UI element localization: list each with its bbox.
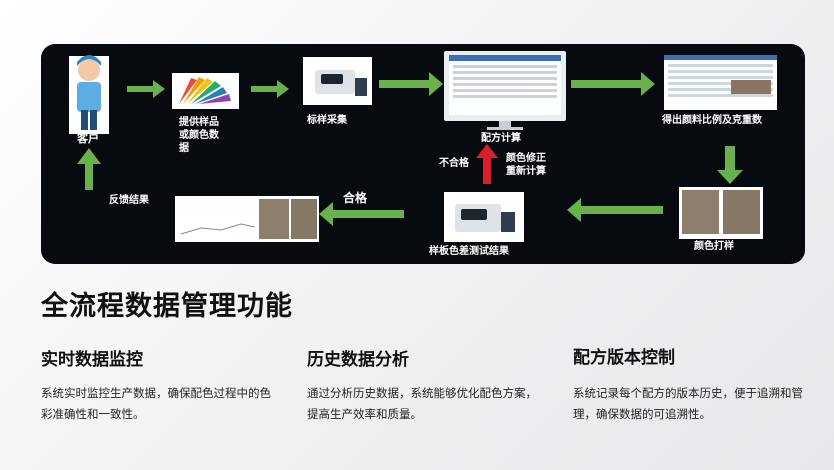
feature-text-version: 系统记录每个配方的版本历史，便于追溯和管理，确保数据的可追溯性。 <box>573 386 803 421</box>
feature-text-realtime: 系统实时监控生产数据，确保配色过程中的色彩准确性和一致性。 <box>41 386 271 421</box>
feature-text-history: 通过分析历史数据，系统能够优化配色方案，提高生产效率和质量。 <box>307 386 537 421</box>
arrow-customer-to-sample <box>127 80 165 98</box>
label-sample-test-result: 样板色差测试结果 <box>429 246 509 257</box>
label-color-proof: 颜色打样 <box>694 241 734 252</box>
feature-title-realtime: 实时数据监控 <box>41 350 143 370</box>
color-fan-icon <box>172 73 239 109</box>
arrow-ratio-to-proof <box>717 146 743 184</box>
label-color-correction: 颜色修正 重新计算 <box>506 153 546 177</box>
flow-diagram <box>69 51 777 242</box>
customer-figure-icon <box>69 55 109 134</box>
formula-software-monitor-icon <box>444 51 566 130</box>
arrow-recalc-red <box>476 144 498 184</box>
label-unqualified: 不合格 <box>439 158 469 169</box>
label-customer: 客户 <box>77 132 99 145</box>
feedback-report-icon <box>175 196 319 242</box>
arrow-proof-to-test <box>567 198 663 222</box>
feature-title-version: 配方版本控制 <box>573 348 675 368</box>
label-pigment-ratio: 得出颜料比例及克重数 <box>662 115 762 126</box>
color-proof-panels-icon <box>679 187 763 239</box>
arrow-calc-to-ratio <box>571 72 655 96</box>
flow-arrows <box>77 72 743 226</box>
page-title: 全流程数据管理功能 <box>41 291 293 322</box>
spectrophotometer-icon <box>303 57 372 105</box>
pigment-ratio-table-icon <box>664 55 777 110</box>
label-standard-capture: 标样采集 <box>307 115 347 126</box>
label-feedback-result: 反馈结果 <box>109 195 149 206</box>
label-formula-calc: 配方计算 <box>481 133 521 144</box>
arrow-capture-to-calc <box>379 72 443 96</box>
label-provide-sample: 提供样品 或颜色数 据 <box>179 117 219 154</box>
arrow-sample-to-capture <box>251 80 289 98</box>
label-qualified: 合格 <box>343 191 368 205</box>
arrow-feedback-to-customer <box>77 148 101 190</box>
sample-test-device-icon <box>444 192 524 242</box>
process-flow-panel: 客户 提供样品 或颜色数 据 标样采集 配方计算 得出颜料比例及克重数 颜色打样… <box>41 44 805 264</box>
feature-title-history: 历史数据分析 <box>307 350 409 370</box>
arrow-test-to-feedback <box>319 202 404 226</box>
